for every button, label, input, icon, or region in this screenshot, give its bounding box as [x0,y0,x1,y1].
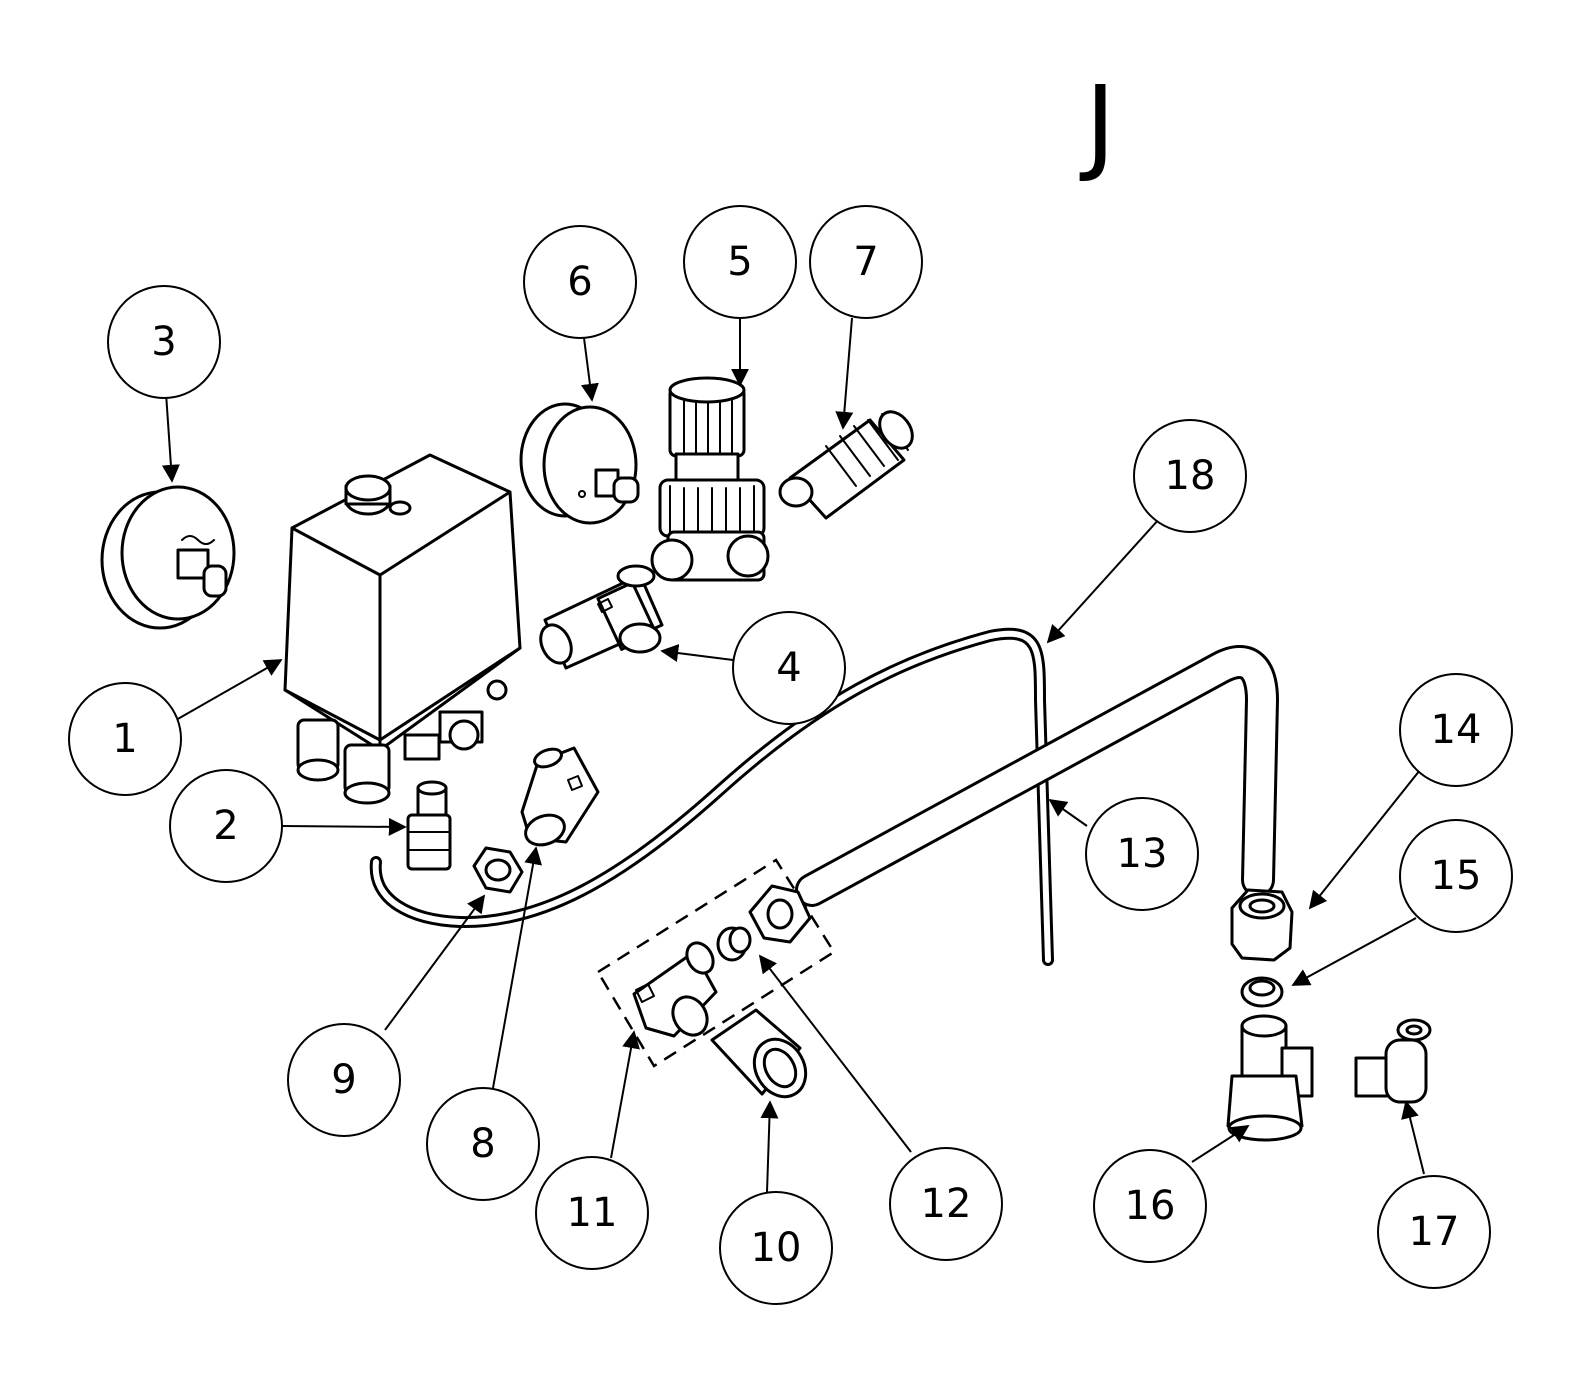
part-5-regulator [650,376,770,582]
part-16-valve-body [1226,1014,1314,1142]
part-11-connector [632,941,718,1038]
callout-16: 16 [1093,1149,1207,1263]
part-10-sleeve [710,1008,808,1099]
leader-6 [581,337,599,402]
callout-13: 13 [1085,797,1199,911]
part-1-pressure-switch [283,453,522,805]
leader-3 [161,392,180,483]
part-14-hex-nut [1230,888,1294,962]
callout-9: 9 [287,1023,401,1137]
callout-label: 10 [751,1225,802,1271]
callout-2: 2 [169,769,283,883]
callout-15: 15 [1399,819,1513,933]
callout-label: 13 [1117,831,1168,877]
leader-14 [1308,769,1421,910]
leader-18 [1046,517,1161,644]
callout-label: 17 [1409,1209,1460,1255]
callout-label: 14 [1431,707,1482,753]
callout-label: 15 [1431,853,1482,899]
callout-label: 1 [112,716,137,762]
callout-4: 4 [732,611,846,725]
callout-1: 1 [68,682,182,796]
leader-17 [1401,1100,1425,1175]
part-18-thin-pipe [369,627,1054,966]
callout-3: 3 [107,285,221,399]
callout-label: 4 [776,645,801,691]
callout-5: 5 [683,205,797,319]
part-13-thick-pipe [795,645,1279,907]
callout-11: 11 [535,1156,649,1270]
callout-label: 12 [921,1181,972,1227]
part-8-elbow-fitting [520,746,600,847]
callout-label: 16 [1125,1183,1176,1229]
callout-17: 17 [1377,1175,1491,1289]
part-6-pressure-gauge [519,402,640,525]
callout-18: 18 [1133,419,1247,533]
leader-11 [610,1030,640,1159]
callout-label: 3 [151,319,176,365]
part-7-threaded-fitting [778,410,914,520]
callout-label: 11 [567,1190,618,1236]
leader-15 [1291,917,1417,986]
leader-8 [492,846,543,1089]
part-kit-dashed-box [596,858,836,1068]
callout-7: 7 [809,205,923,319]
leader-2 [281,817,407,836]
callout-14: 14 [1399,673,1513,787]
leader-7 [835,317,854,430]
part-3-pressure-gauge [100,485,236,630]
leader-lines [161,317,1425,1193]
part-9-hex-nut [472,846,524,894]
leader-10 [760,1100,779,1193]
callout-label: 7 [853,239,878,285]
callout-6: 6 [523,225,637,339]
callout-8: 8 [426,1087,540,1201]
section-letter: J [1085,63,1116,185]
part-17-elbow [1354,1018,1432,1104]
leader-13 [1048,798,1088,827]
leader-1 [175,659,283,721]
callout-label: 9 [331,1057,356,1103]
part-2-straight-fitting [406,780,452,871]
leader-9 [384,894,486,1031]
part-12-nut [748,884,812,944]
part-12-ferrule [716,926,752,962]
part-4-tee-connector [539,564,664,670]
callout-label: 2 [213,803,238,849]
leader-16 [1191,1125,1250,1163]
callout-label: 8 [470,1121,495,1167]
callout-label: 5 [727,239,752,285]
leader-12 [758,954,912,1153]
callout-10: 10 [719,1191,833,1305]
part-15-ring [1240,976,1284,1008]
callout-label: 6 [567,259,592,305]
callout-label: 18 [1165,453,1216,499]
leader-4 [660,644,734,662]
callout-12: 12 [889,1147,1003,1261]
